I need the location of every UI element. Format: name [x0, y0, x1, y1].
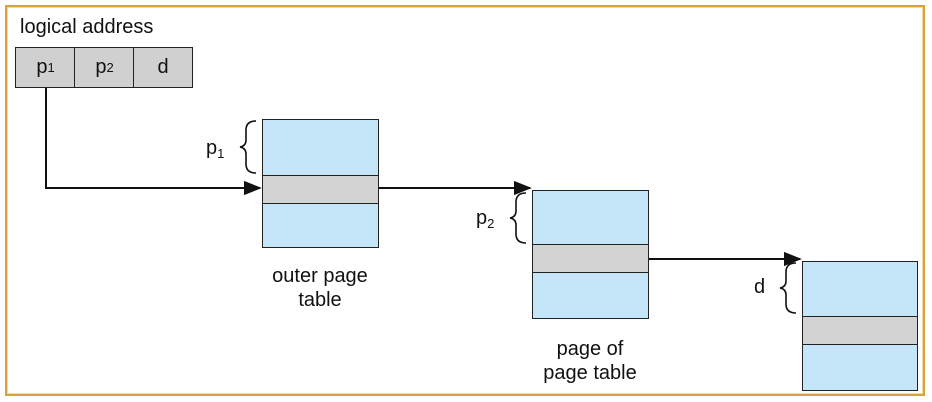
arrow-p1-to-outer-table [45, 88, 262, 196]
p2-subscript: 2 [106, 60, 114, 75]
d-text: d [157, 56, 169, 78]
address-field-d: d [133, 47, 193, 88]
offset-brace [779, 262, 797, 314]
page-of-page-table-caption: page of page table [543, 338, 637, 384]
page-frame [802, 261, 918, 391]
page-of-page-table-entry [533, 244, 648, 273]
page-index-brace [509, 192, 527, 244]
outer-page-table-entry [263, 175, 378, 204]
outer-index-label: p1 [206, 137, 225, 161]
p1-text: p [36, 56, 48, 78]
outer-index-brace [239, 120, 257, 174]
p1-subscript: 1 [47, 60, 55, 75]
logical-address-title: logical address [20, 16, 154, 38]
page-index-label: p2 [476, 207, 495, 231]
p2-text: p [95, 56, 107, 78]
outer-page-table [262, 119, 379, 248]
page-frame-target-word [803, 316, 917, 345]
outer-page-table-caption: outer page table [272, 265, 368, 311]
page-of-page-table [532, 190, 649, 319]
offset-label: d [754, 276, 766, 298]
